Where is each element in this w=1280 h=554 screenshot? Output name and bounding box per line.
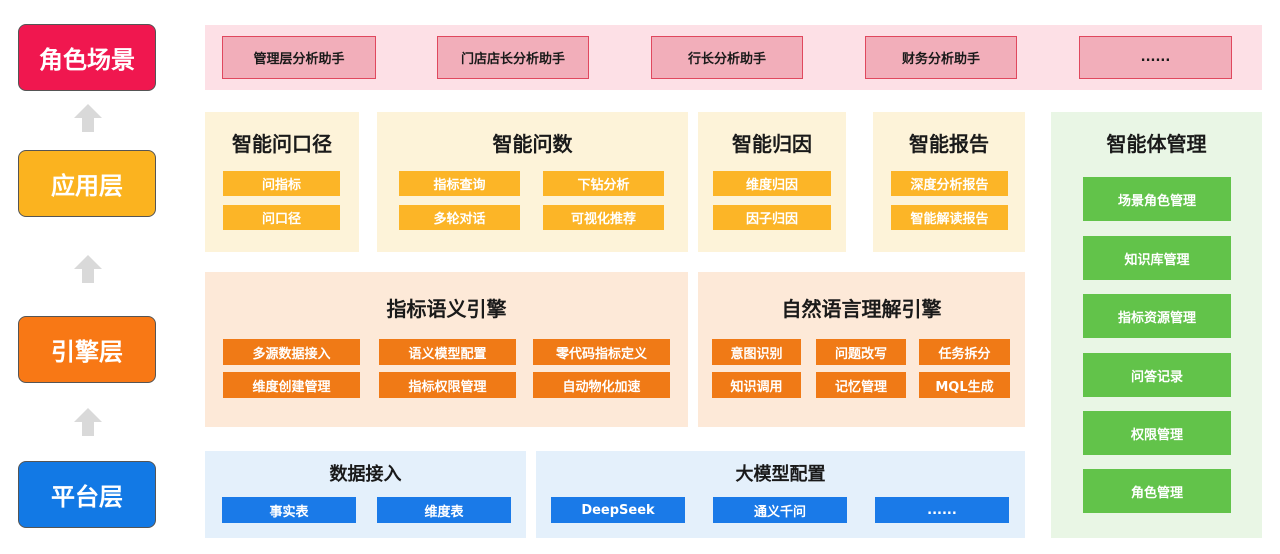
panel-title: 智能体管理: [1106, 131, 1207, 156]
feature-chip: 自动物化加速: [533, 372, 670, 398]
up-arrow-icon: [74, 255, 102, 283]
feature-chip: 场景角色管理: [1083, 177, 1231, 221]
feature-chip: 语义模型配置: [379, 339, 516, 365]
panel-title: 大模型配置: [735, 464, 826, 485]
feature-chip: 维度创建管理: [223, 372, 360, 398]
layer-label-platform: 平台层: [18, 461, 156, 528]
layer-label-app: 应用层: [18, 150, 156, 217]
feature-chip: 问答记录: [1083, 353, 1231, 397]
panel-title: 智能问数: [492, 131, 573, 156]
feature-chip: 问口径: [223, 205, 340, 230]
role-chip: 行长分析助手: [651, 36, 803, 79]
feature-chip: 问题改写: [816, 339, 906, 365]
feature-chip: 通义千问: [713, 497, 847, 523]
feature-chip: 可视化推荐: [543, 205, 664, 230]
feature-chip: 知识调用: [712, 372, 801, 398]
panel-title: 指标语义引擎: [386, 296, 507, 321]
panel-title: 智能问口径: [232, 131, 332, 156]
feature-chip: 问指标: [223, 171, 340, 196]
feature-chip: 因子归因: [713, 205, 831, 230]
feature-chip: 任务拆分: [919, 339, 1010, 365]
feature-chip: 智能解读报告: [891, 205, 1008, 230]
feature-chip: 记忆管理: [816, 372, 906, 398]
feature-chip: 权限管理: [1083, 411, 1231, 455]
feature-chip: 事实表: [222, 497, 356, 523]
feature-chip: 零代码指标定义: [533, 339, 670, 365]
up-arrow-icon: [74, 104, 102, 132]
feature-chip: 维度归因: [713, 171, 831, 196]
role-chip: ......: [1079, 36, 1232, 79]
platform-panel-data: [205, 451, 526, 538]
up-arrow-icon: [74, 408, 102, 436]
feature-chip: 角色管理: [1083, 469, 1231, 513]
feature-chip: 指标查询: [399, 171, 520, 196]
role-chip: 门店店长分析助手: [437, 36, 589, 79]
layer-label-engine: 引擎层: [18, 316, 156, 383]
feature-chip: 意图识别: [712, 339, 801, 365]
platform-panel-model: [536, 451, 1025, 538]
feature-chip: 多源数据接入: [223, 339, 360, 365]
feature-chip: 指标资源管理: [1083, 294, 1231, 338]
panel-title: 自然语言理解引擎: [781, 296, 942, 321]
feature-chip: 指标权限管理: [379, 372, 516, 398]
panel-title: 智能归因: [732, 131, 812, 156]
feature-chip: 多轮对话: [399, 205, 520, 230]
feature-chip: MQL生成: [919, 372, 1010, 398]
layer-label-role: 角色场景: [18, 24, 156, 91]
feature-chip: 下钻分析: [543, 171, 664, 196]
panel-title: 智能报告: [909, 131, 989, 156]
panel-title: 数据接入: [329, 464, 402, 485]
feature-chip: ......: [875, 497, 1009, 523]
role-chip: 财务分析助手: [865, 36, 1017, 79]
feature-chip: 维度表: [377, 497, 511, 523]
feature-chip: DeepSeek: [551, 497, 685, 523]
feature-chip: 知识库管理: [1083, 236, 1231, 280]
role-chip: 管理层分析助手: [222, 36, 376, 79]
feature-chip: 深度分析报告: [891, 171, 1008, 196]
